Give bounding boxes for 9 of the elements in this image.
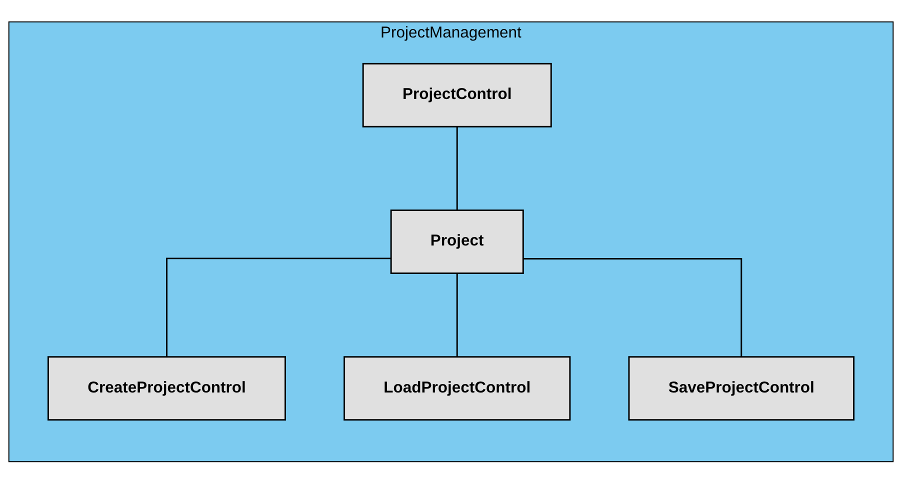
connector bbox=[166, 258, 392, 358]
node-box: Project bbox=[390, 210, 524, 274]
node-box: SaveProjectControl bbox=[628, 356, 854, 421]
connector bbox=[523, 258, 742, 358]
node-box: LoadProjectControl bbox=[344, 356, 571, 421]
connector bbox=[456, 272, 458, 358]
connector bbox=[456, 126, 458, 211]
node-box: ProjectControl bbox=[362, 63, 552, 128]
node-box: CreateProjectControl bbox=[48, 356, 286, 421]
